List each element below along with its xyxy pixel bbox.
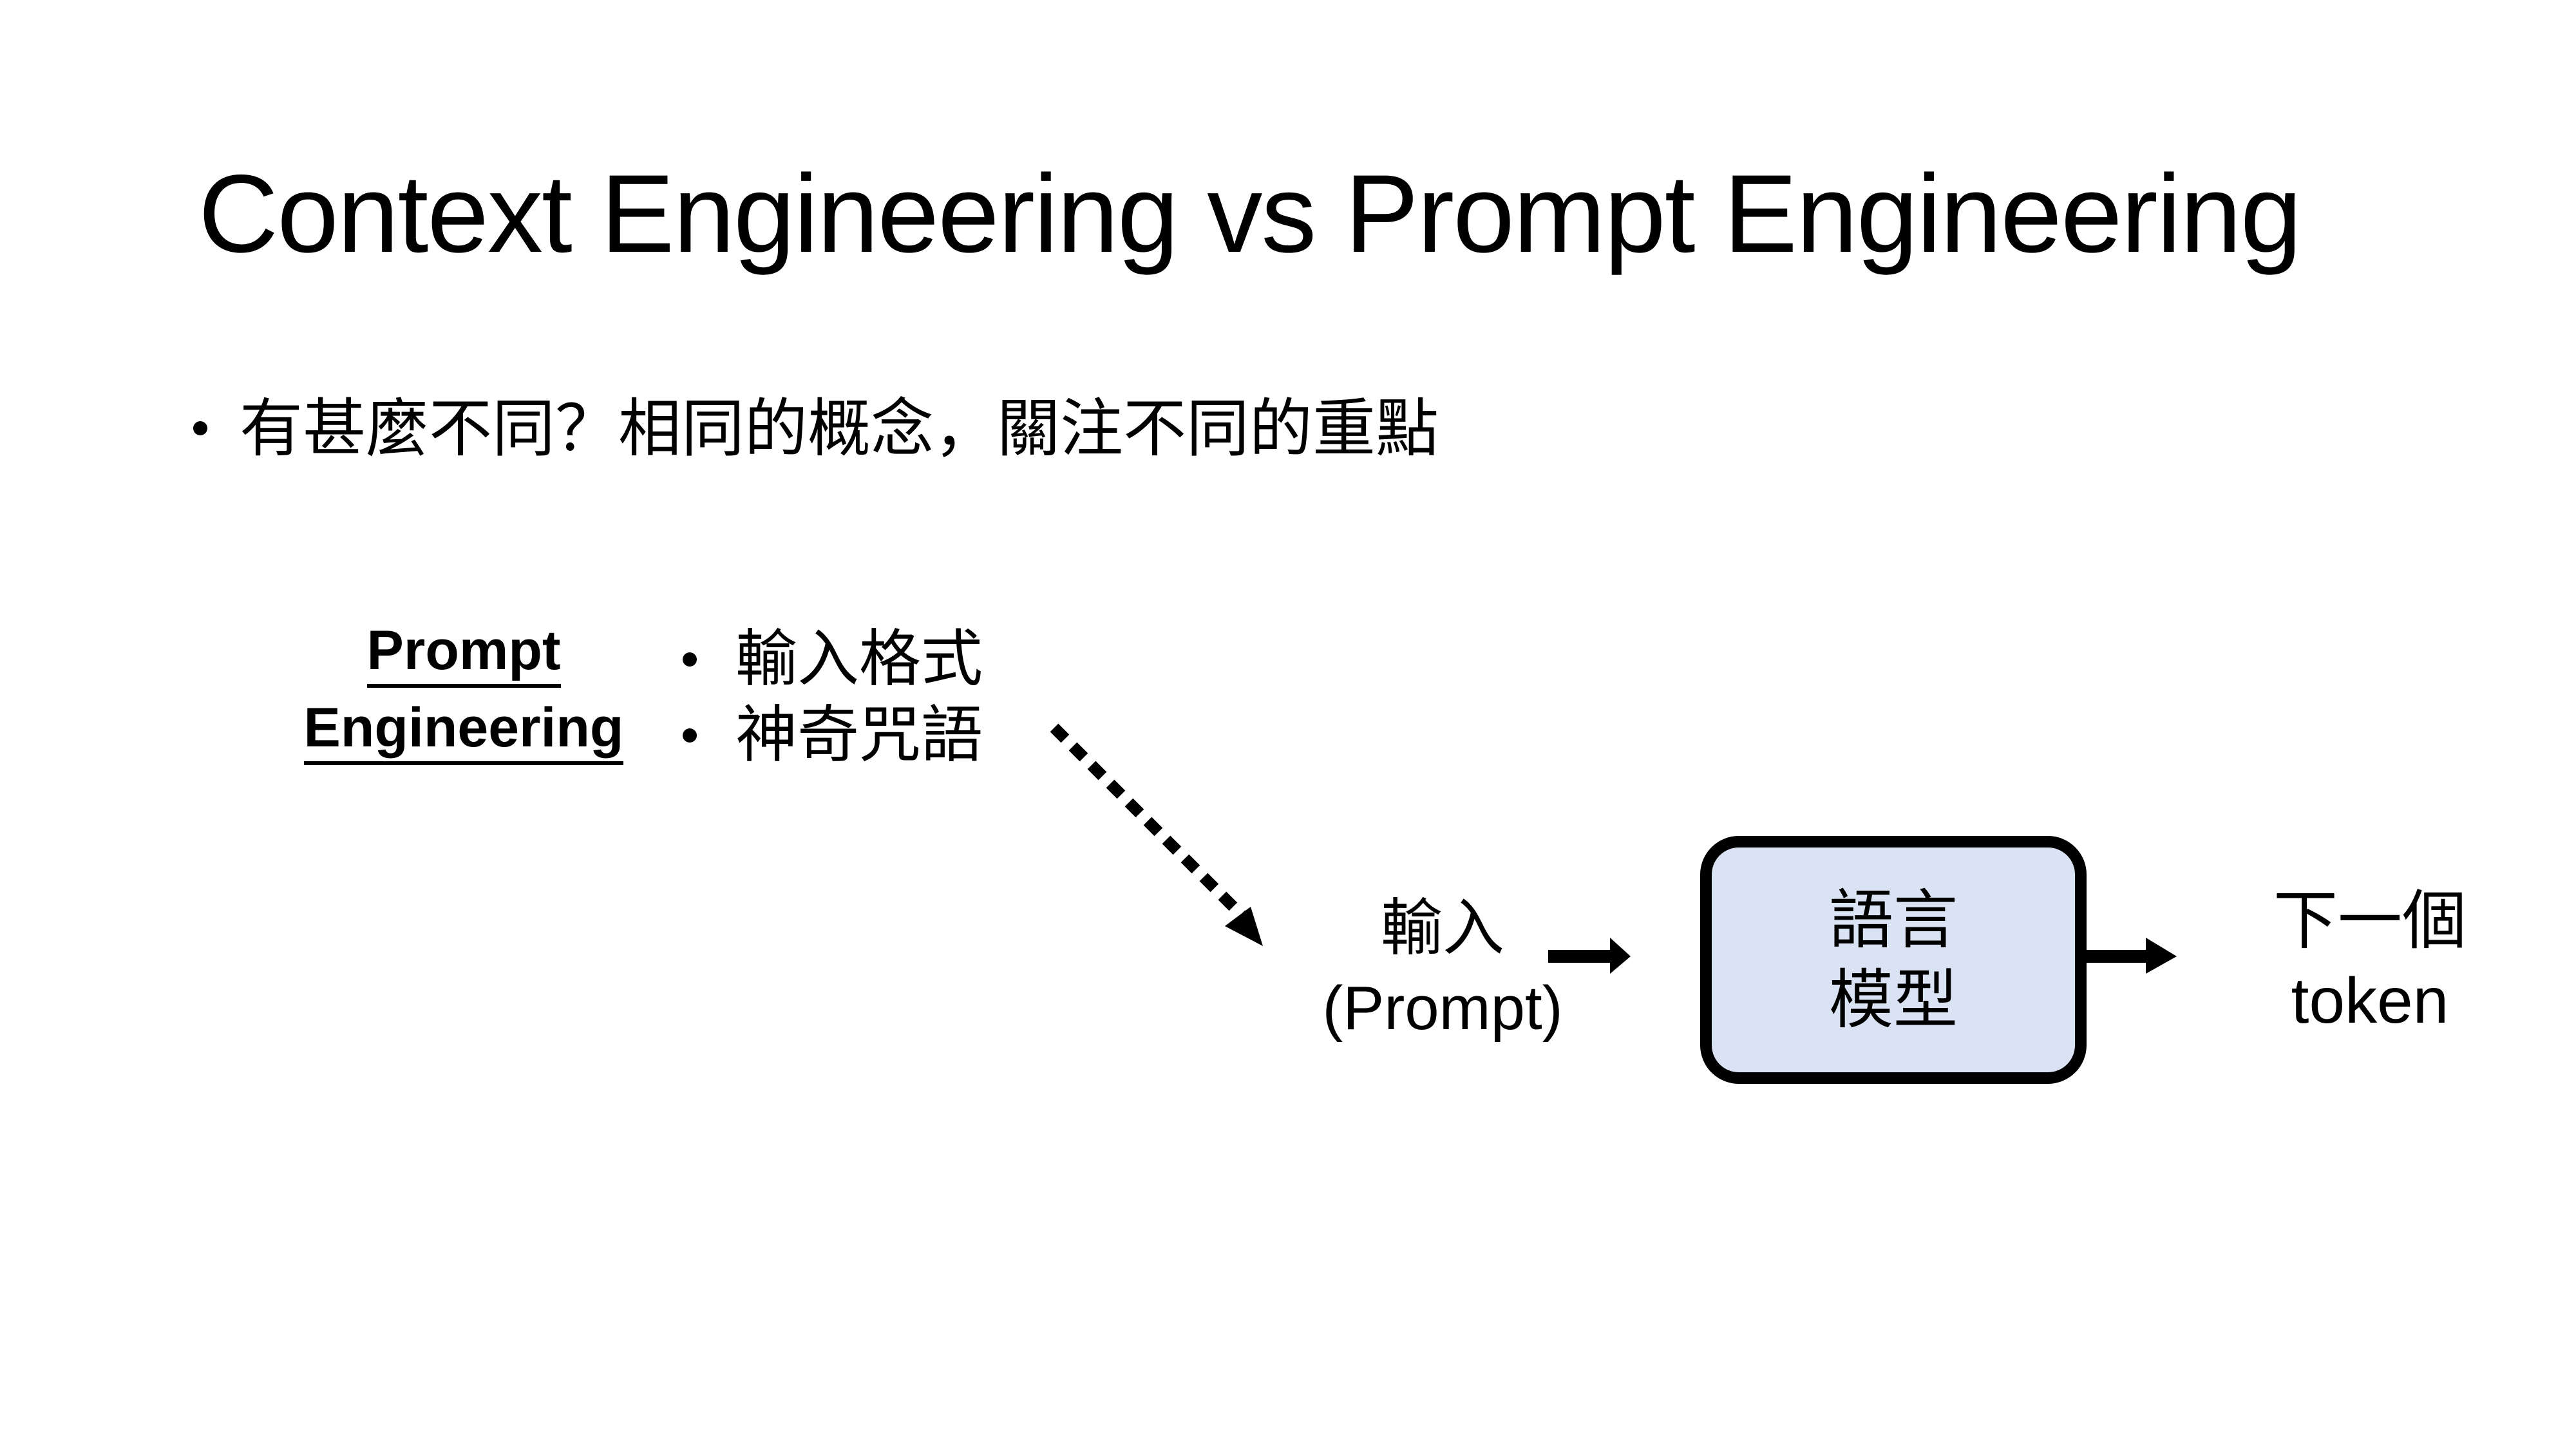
next-token-line2: token [2291,965,2449,1037]
arrow-right-icon [1548,938,1631,974]
dotted-arrow-icon [1050,723,1263,946]
main-bullet: 有甚麼不同？相同的概念，關注不同的重點 [193,386,1439,470]
prompt-engineering-label-line2: Engineering [303,694,624,765]
language-model-box: 語言 模型 [1700,836,2087,1084]
list-item: 輸入格式 [683,621,983,697]
prompt-engineering-label-line1: Prompt [366,617,561,688]
arrow-right-icon [2087,938,2177,974]
next-token-label: 下一個 token [2222,881,2518,1041]
model-label-line2: 模型 [1829,963,1958,1036]
slide-title: Context Engineering vs Prompt Engineerin… [198,152,2302,276]
bullet-icon [193,421,207,436]
prompt-engineering-list: 輸入格式 神奇咒語 [683,621,983,773]
input-label-line1: 輸入 [1381,894,1504,963]
input-prompt-label: 輸入 (Prompt) [1282,889,1604,1048]
input-label-line2: (Prompt) [1322,974,1563,1043]
model-label-line1: 語言 [1829,884,1958,956]
next-token-line1: 下一個 [2273,885,2467,957]
main-bullet-text: 有甚麼不同？相同的概念，關注不同的重點 [240,393,1439,464]
list-item-text: 神奇咒語 [735,701,983,770]
bullet-icon [683,652,697,667]
list-item: 神奇咒語 [683,697,983,773]
prompt-engineering-label: Prompt Engineering [258,612,670,766]
list-item-text: 輸入格式 [735,625,983,694]
bullet-icon [683,728,697,743]
